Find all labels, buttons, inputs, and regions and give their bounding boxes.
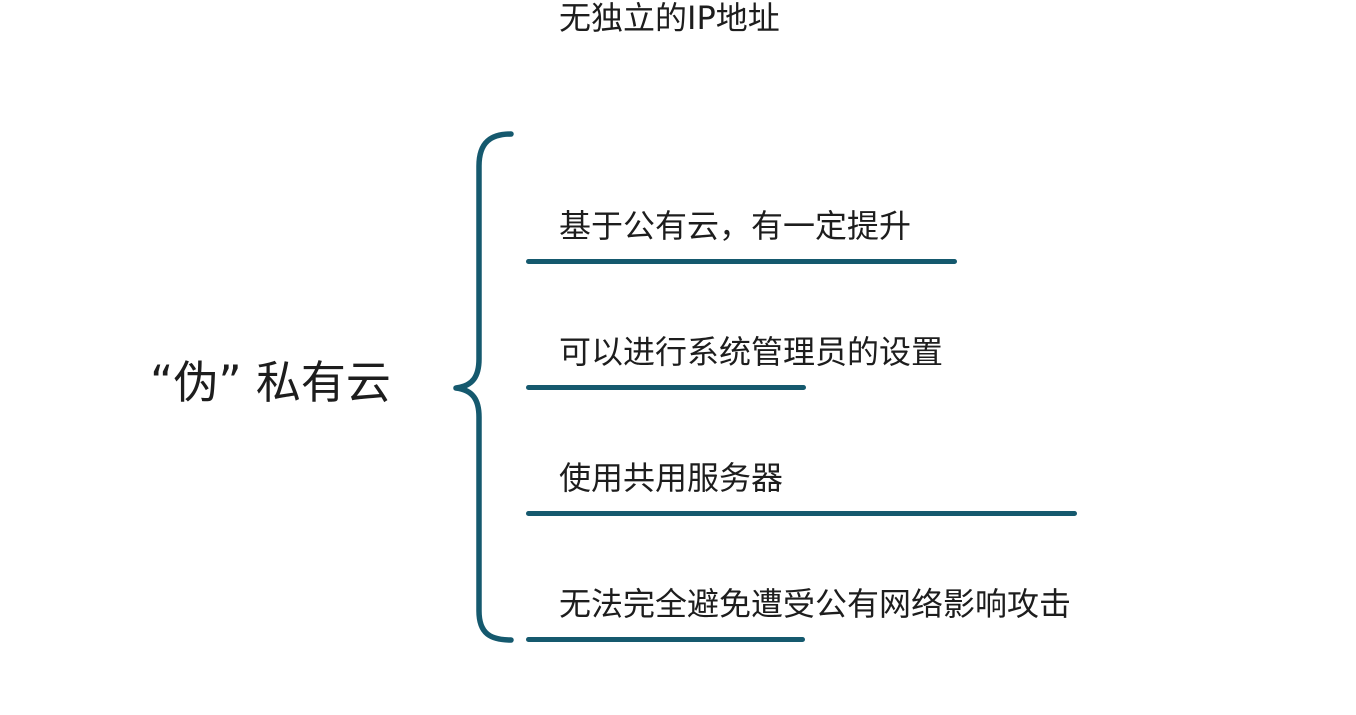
root-topic-label: “伪” 私有云 bbox=[150, 356, 391, 409]
branch-topic[interactable]: 无独立的IP地址 bbox=[526, 0, 780, 56]
branch-underline bbox=[526, 637, 805, 642]
branch-topic[interactable]: 无法完全避免遭受公有网络影响攻击 bbox=[526, 586, 1071, 642]
branch-underline bbox=[526, 259, 957, 264]
branch-topic-label[interactable]: 无独立的IP地址 bbox=[559, 0, 780, 37]
branch-underline bbox=[526, 511, 1077, 516]
root-topic[interactable]: “伪” 私有云 bbox=[150, 358, 391, 408]
branch-topic-label[interactable]: 基于公有云，有一定提升 bbox=[559, 207, 912, 245]
branch-topic-label[interactable]: 无法完全避免遭受公有网络影响攻击 bbox=[559, 585, 1072, 623]
branch-topic-label[interactable]: 可以进行系统管理员的设置 bbox=[559, 333, 944, 371]
branch-underline bbox=[526, 385, 806, 390]
branch-topic[interactable]: 可以进行系统管理员的设置 bbox=[526, 334, 943, 390]
branch-topic-label[interactable]: 使用共用服务器 bbox=[559, 459, 784, 497]
curly-brace-connector bbox=[453, 131, 514, 643]
branch-topic[interactable]: 使用共用服务器 bbox=[526, 460, 1077, 516]
branch-topic[interactable]: 基于公有云，有一定提升 bbox=[526, 208, 957, 264]
